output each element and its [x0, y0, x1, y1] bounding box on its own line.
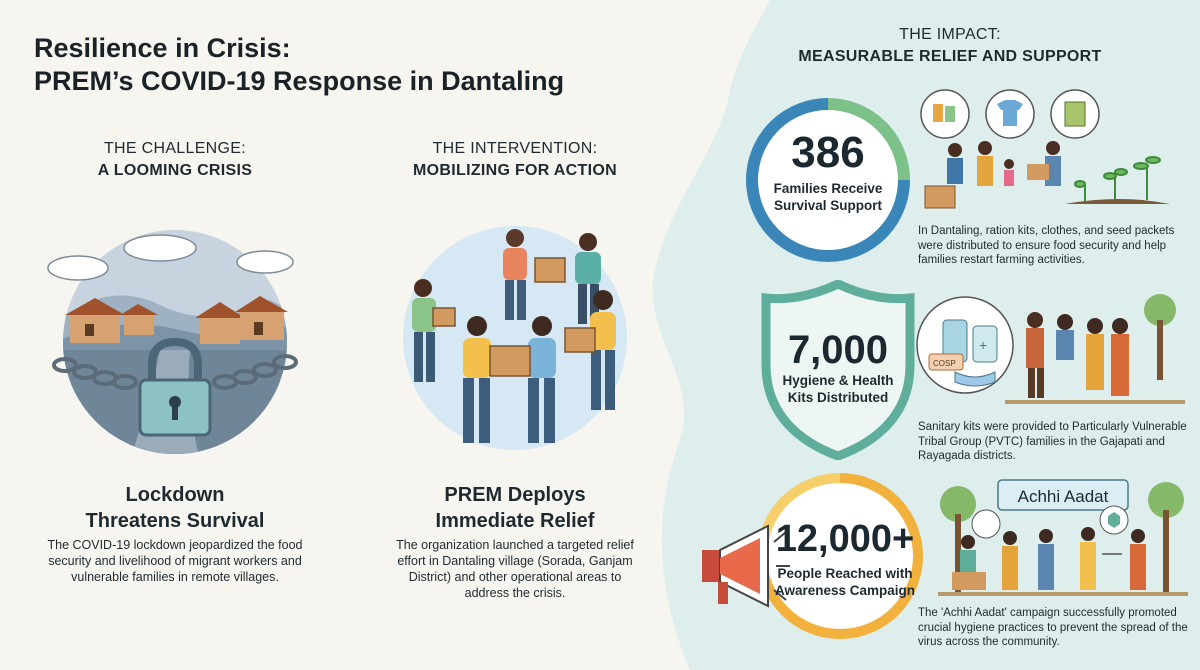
intervention-heading-line-1: PREM Deploys: [444, 484, 586, 506]
house-icon: [65, 296, 288, 344]
stat-hygiene-label-line-1: Hygiene & Health: [782, 373, 894, 388]
stat-awareness-label-line-1: People Reached with: [777, 566, 913, 581]
stat-awareness-value: 12,000+: [775, 518, 915, 560]
lockdown-illustration: [47, 230, 298, 454]
campaign-banner-text: Achhi Aadat: [1018, 487, 1109, 506]
awareness-ring: [702, 473, 923, 639]
title-line-1: Resilience in Crisis:: [34, 33, 291, 63]
challenge-heading-line-2: Threatens Survival: [85, 510, 265, 532]
stat-families-label: Families Receive Survival Support: [748, 180, 908, 214]
stat-awareness-label-line-2: Awareness Campaign: [774, 583, 916, 598]
stat-families-label-line-1: Families Receive: [773, 181, 883, 196]
volunteer-figures: [412, 229, 616, 443]
padlock-icon: [138, 337, 212, 437]
challenge-body: The COVID-19 lockdown jeopardized the fo…: [47, 538, 303, 584]
ration-distribution-illustration: [920, 89, 1170, 209]
challenge-heading: Lockdown Threatens Survival: [40, 482, 310, 534]
challenge-heading-line-1: Lockdown: [125, 484, 225, 506]
intervention-subtitle: MOBILIZING FOR ACTION: [413, 162, 617, 179]
stat-families-label-line-2: Survival Support: [773, 198, 883, 213]
stat-awareness-label: People Reached with Awareness Campaign: [755, 565, 935, 599]
challenge-header: THE CHALLENGE: A LOOMING CRISIS: [40, 138, 310, 182]
stat-awareness-body: The 'Achhi Aadat' campaign successfully …: [918, 607, 1188, 648]
families-ring: [746, 98, 910, 262]
intervention-heading-line-2: Immediate Relief: [435, 510, 595, 532]
intervention-kicker: THE INTERVENTION:: [432, 140, 598, 157]
hygiene-kits-illustration: + COSP: [916, 294, 1185, 404]
stat-families-value: 386: [791, 128, 865, 177]
impact-subtitle: MEASURABLE RELIEF AND SUPPORT: [798, 48, 1102, 65]
stat-hygiene-value: 7,000: [787, 328, 889, 372]
stat-hygiene-label: Hygiene & Health Kits Distributed: [758, 372, 918, 406]
impact-header: THE IMPACT: MEASURABLE RELIEF AND SUPPOR…: [770, 24, 1130, 68]
impact-kicker: THE IMPACT:: [899, 26, 1001, 43]
stat-hygiene-body: Sanitary kits were provided to Particula…: [918, 421, 1187, 462]
title-line-2: PREM’s COVID-19 Response in Dantaling: [34, 66, 565, 96]
stat-families-body: In Dantaling, ration kits, clothes, and …: [918, 225, 1175, 266]
page-title: Resilience in Crisis: PREM’s COVID-19 Re…: [34, 32, 564, 98]
relief-team-illustration: [403, 226, 627, 450]
stat-hygiene-label-line-2: Kits Distributed: [787, 390, 889, 405]
megaphone-icon: [702, 524, 790, 608]
achhi-aadat-campaign-illustration: Achhi Aadat: [938, 479, 1188, 596]
intervention-body: The organization launched a targeted rel…: [396, 538, 634, 600]
intervention-header: THE INTERVENTION: MOBILIZING FOR ACTION: [380, 138, 650, 182]
challenge-subtitle: A LOOMING CRISIS: [97, 162, 253, 179]
challenge-kicker: THE CHALLENGE:: [103, 140, 246, 157]
svg-text:+: +: [979, 337, 987, 353]
hygiene-shield: [761, 280, 915, 460]
intervention-heading: PREM Deploys Immediate Relief: [380, 482, 650, 534]
soap-label: COSP: [933, 359, 956, 368]
